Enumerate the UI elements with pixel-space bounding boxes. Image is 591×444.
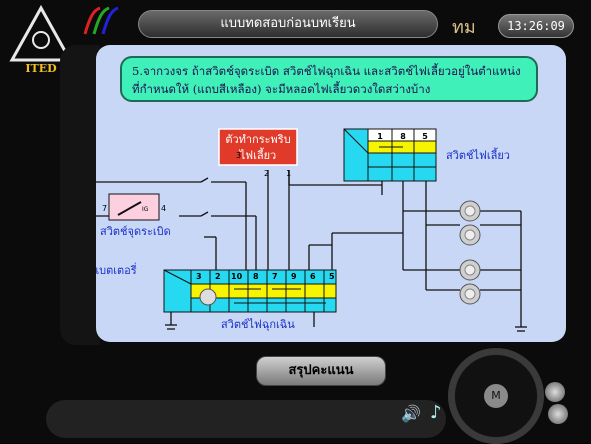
ignition-pin-4: 4 [161, 204, 166, 213]
ited-logo: ITED [9, 4, 73, 74]
knob-icon[interactable] [545, 382, 565, 402]
turn-pin-1: 1 [377, 132, 383, 141]
circuit-diagram: แบตเตอรี่ 7 4 IG สวิตช์จุดระเบิด ตัวทำกร… [96, 128, 527, 332]
ignition-tag: IG [142, 206, 149, 213]
question-box: 5.จากวงจร ถ้าสวิตช์จุดระเบิด สวิตช์ไฟฉุก… [120, 56, 538, 102]
knob-icon[interactable] [548, 404, 568, 424]
turn-pin-5: 5 [422, 132, 428, 141]
left-rail [60, 45, 100, 345]
app-title: แบบทดสอบก่อนบทเรียน [220, 16, 356, 31]
clock-display: 13:26:09 [498, 14, 574, 38]
turn-pin-8: 8 [400, 132, 406, 141]
hazard-lamp-icon [199, 288, 217, 306]
title-bar: แบบทดสอบก่อนบทเรียน [138, 10, 438, 38]
flasher-label-2: ไฟเลี้ยว [239, 147, 276, 162]
hazard-switch [163, 269, 337, 313]
flasher-unit [218, 128, 298, 166]
sound-icon[interactable]: 🔊 [401, 404, 421, 423]
turn-switch: 1 8 5 [343, 128, 437, 182]
decorative-wires-icon [83, 6, 119, 35]
lamp-3 [459, 259, 481, 281]
logo-text: ITED [25, 62, 57, 74]
lamp-2 [459, 224, 481, 246]
summary-button[interactable]: สรุปคะแนน [256, 356, 386, 386]
music-icon[interactable]: ♪ [430, 402, 442, 423]
question-text: 5.จากวงจร ถ้าสวิตช์จุดระเบิด สวิตช์ไฟฉุก… [132, 64, 521, 96]
wheel-hub-icon[interactable]: M [484, 384, 508, 408]
turn-switch-label: สวิตช์ไฟเลี้ยว [446, 147, 510, 162]
flasher-pin-2: 2 [264, 169, 269, 178]
lamp-1 [459, 200, 481, 222]
flasher-label-1: ตัวทำกระพริบ [225, 133, 290, 146]
ignition-label: สวิตช์จุดระเบิด [100, 225, 171, 238]
bottom-bar [46, 400, 446, 438]
flasher-pin-3: 3 [236, 151, 241, 160]
lamp-4 [459, 283, 481, 305]
hazard-switch-label: สวิตช์ไฟฉุกเฉิน [221, 318, 295, 331]
brand-mark: ทม [452, 17, 476, 38]
ignition-switch [108, 193, 160, 221]
battery-label: แบตเตอรี่ [96, 262, 137, 277]
flasher-pin-1: 1 [286, 169, 291, 178]
ignition-pin-7: 7 [102, 204, 107, 213]
